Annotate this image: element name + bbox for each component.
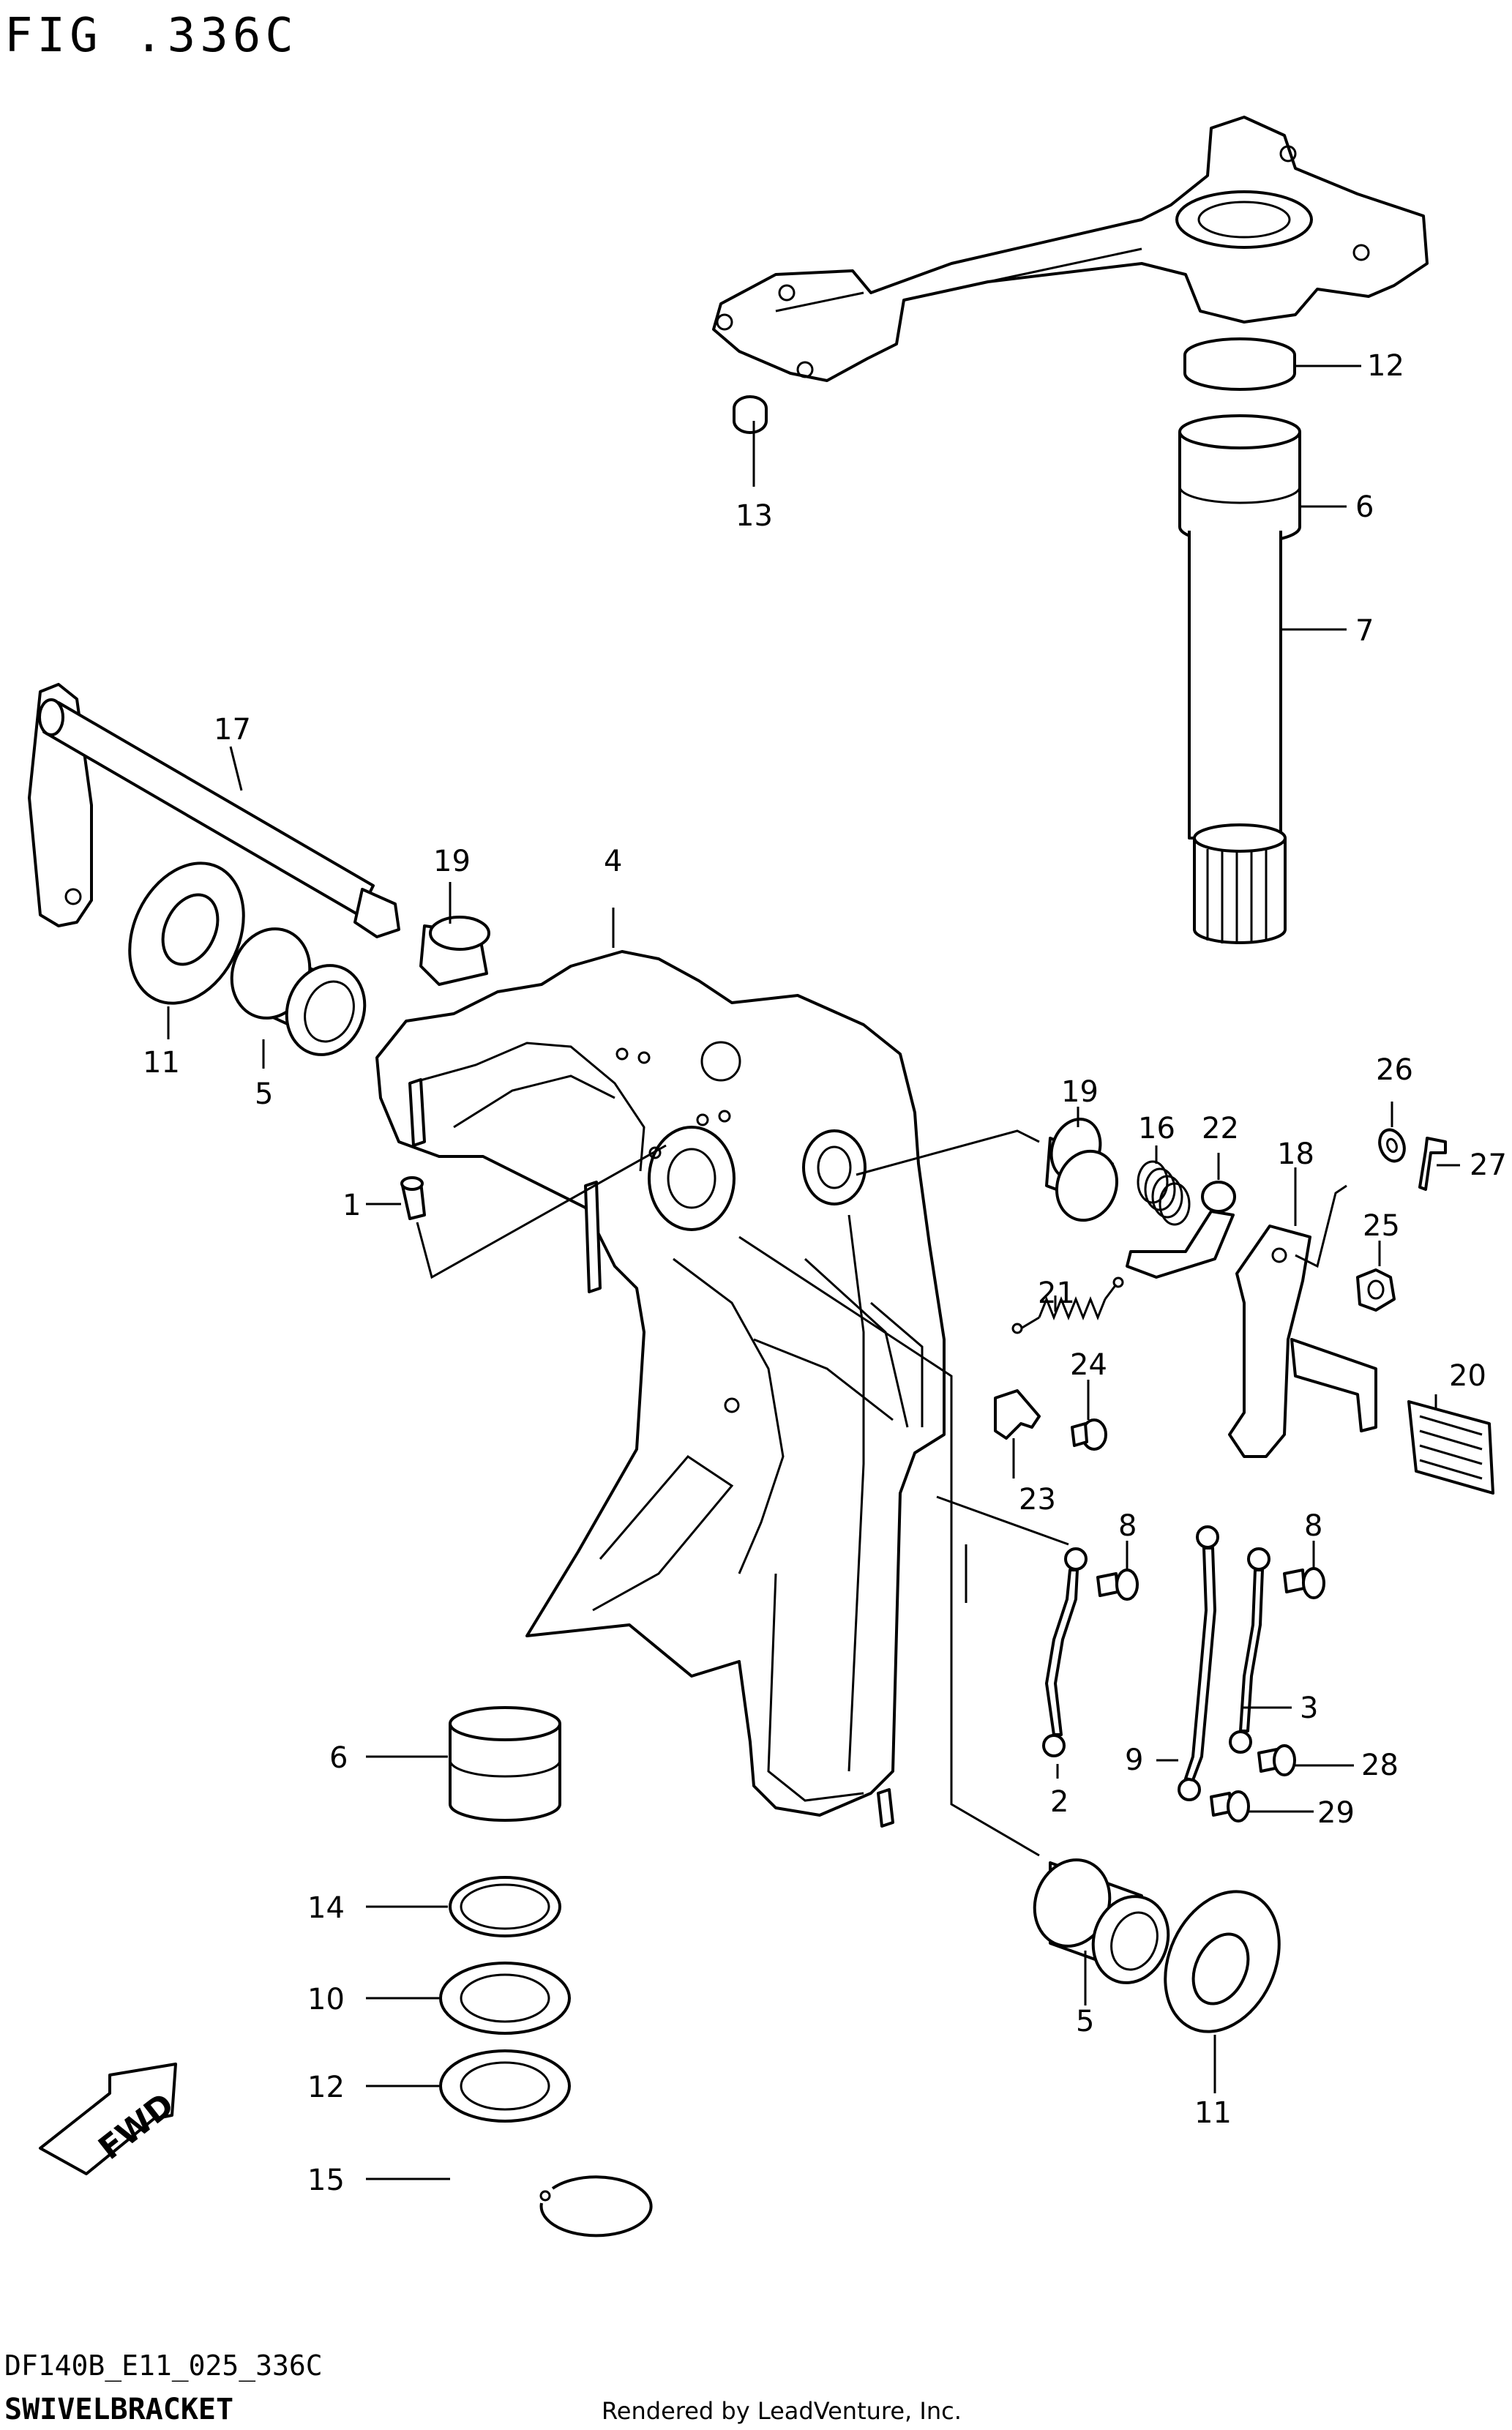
screw-28 (1257, 1744, 1296, 1776)
tilt-tube (28, 683, 400, 938)
render-credit: Rendered by LeadVenture, Inc. (602, 2397, 962, 2425)
callout-12-top: 12 (1367, 349, 1404, 383)
washer-12-lower (439, 2049, 571, 2123)
figure-name: SWIVELBRACKET (4, 2393, 233, 2426)
callout-13: 13 (736, 499, 773, 533)
bushing-5-left (230, 927, 367, 1056)
screw-24 (1071, 1418, 1107, 1451)
spring-16 (1137, 1160, 1191, 1226)
callout-3: 3 (1300, 1691, 1318, 1725)
leader-lines (167, 364, 1460, 2180)
callout-28: 28 (1361, 1749, 1399, 1782)
steering-shaft (1178, 337, 1301, 944)
steering-arm (712, 116, 1429, 382)
callout-7: 7 (1355, 614, 1374, 648)
screw-8-b (1283, 1567, 1325, 1599)
callout-17: 17 (214, 713, 251, 747)
callout-8-b: 8 (1304, 1509, 1322, 1543)
bolt-13 (733, 395, 768, 434)
fwd-arrow: FWD (39, 2063, 181, 2175)
callout-5-left: 5 (255, 1077, 273, 1111)
cotter-pin-27 (1418, 1137, 1447, 1191)
callout-16: 16 (1138, 1112, 1175, 1145)
callout-19-top: 19 (433, 845, 471, 878)
callout-23: 23 (1019, 1483, 1056, 1517)
nut-25 (1356, 1268, 1396, 1312)
figure-title: FIG .336C (4, 9, 298, 63)
washer-10 (439, 1962, 571, 2035)
callout-22: 22 (1202, 1112, 1239, 1145)
callout-1: 1 (343, 1189, 361, 1222)
callout-12-lower: 12 (307, 2071, 345, 2104)
callout-9: 9 (1125, 1743, 1143, 1777)
bushing-5-right (1033, 1858, 1170, 1984)
bushing-19-top (419, 916, 490, 986)
plate-23 (994, 1389, 1041, 1440)
callout-6-top: 6 (1355, 490, 1374, 524)
washer-14 (449, 1876, 561, 1937)
snap-ring-15 (539, 2175, 653, 2238)
callout-27: 27 (1470, 1148, 1507, 1182)
ground-wire-2 (1042, 1547, 1088, 1757)
grease-nipple (400, 1176, 426, 1220)
callout-10: 10 (307, 1983, 345, 2016)
callout-25: 25 (1363, 1209, 1400, 1243)
tilt-lever-18 (1228, 1225, 1377, 1458)
callout-11-right: 11 (1194, 2096, 1232, 2130)
washer-11-left (128, 861, 245, 1005)
callout-8-a: 8 (1118, 1509, 1137, 1543)
callout-26: 26 (1376, 1053, 1413, 1087)
callout-24: 24 (1070, 1348, 1107, 1382)
washer-11-right (1164, 1890, 1281, 2033)
callout-2: 2 (1050, 1785, 1068, 1819)
bushing-6-lower (449, 1706, 561, 1822)
callout-14: 14 (307, 1891, 345, 1925)
bushing-19-right (1045, 1118, 1119, 1222)
callout-labels: 12 6 7 13 17 19 4 11 5 1 19 16 22 18 26 … (143, 349, 1507, 2197)
screw-8-a (1096, 1569, 1139, 1601)
callout-5-right: 5 (1076, 2005, 1094, 2038)
washer-26 (1378, 1128, 1406, 1163)
screw-29 (1210, 1790, 1250, 1822)
swivel-bracket (375, 950, 946, 1828)
callout-20: 20 (1449, 1359, 1486, 1393)
ground-wire-3 (1229, 1547, 1270, 1754)
callout-4: 4 (604, 845, 622, 878)
callout-21: 21 (1038, 1276, 1075, 1310)
callout-19-right: 19 (1061, 1075, 1099, 1109)
grip-20 (1407, 1400, 1494, 1495)
callout-6-lower: 6 (329, 1741, 348, 1775)
spring-21 (1011, 1276, 1124, 1334)
callout-11-left: 11 (143, 1046, 180, 1080)
callout-29: 29 (1317, 1796, 1355, 1830)
lever-22 (1126, 1181, 1236, 1279)
callout-15: 15 (307, 2164, 345, 2197)
ground-wire-9 (1178, 1525, 1219, 1801)
figure-code: DF140B_E11_025_336C (4, 2349, 323, 2382)
callout-18: 18 (1277, 1137, 1314, 1171)
